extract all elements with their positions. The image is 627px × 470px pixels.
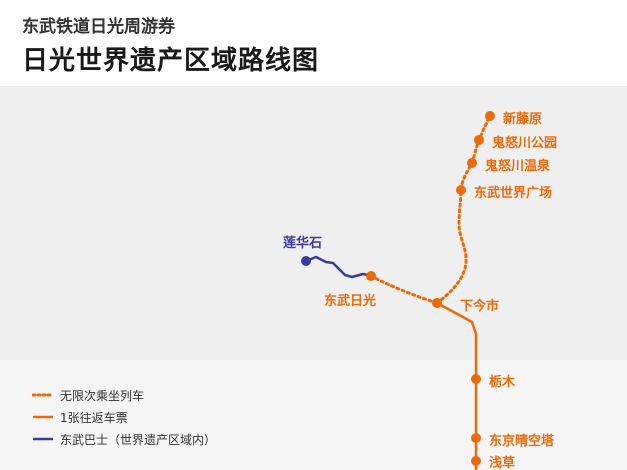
station-label-asakusa: 浅草 [489,456,516,470]
station-dot-kinugawa-onsen[interactable] [467,158,477,168]
dotted-line-icon [32,393,54,397]
station-dot-tobu-world-square[interactable] [456,185,466,195]
station-label-tokyo-skytree: 东京晴空塔 [489,434,555,449]
bus-line [305,255,372,279]
station-dot-tobu-nikko[interactable] [366,271,376,281]
station-label-rengeseki: 莲华石 [283,236,323,251]
nikko-line [369,274,439,305]
station-label-shimo-imaichi: 下今市 [460,299,500,314]
header: 东武铁道日光周游券 日光世界遗产区域路线图 [0,0,627,86]
station-dot-shimo-imaichi[interactable] [432,298,442,308]
station-label-tobu-world-square: 东武世界广场 [474,186,553,201]
station-label-tochigi: 栃木 [489,375,516,390]
legend-item-unlimited: 无限次乘坐列车 [32,384,216,406]
legend-item-bus: 东武巴士（世界遗产区域内） [32,428,216,450]
station-dot-kinugawa-koen[interactable] [474,135,484,145]
map-legend-area [0,360,627,470]
bus-line-icon [33,437,53,441]
station-label-tobu-nikko: 东武日光 [324,294,377,309]
station-dot-asakusa[interactable] [471,456,481,466]
station-dot-tochigi[interactable] [471,374,481,384]
kinugawa-line [435,114,492,305]
legend-label-bus: 东武巴士（世界遗产区域内） [60,432,217,447]
round-trip-line [436,301,478,470]
legend-label-round-trip: 1张往返车票 [60,410,128,425]
station-dot-shinfujiwara[interactable] [485,111,495,121]
station-label-shinfujiwara: 新藤原 [503,112,543,127]
legend-label-unlimited: 无限次乘坐列车 [60,388,145,403]
station-dot-tokyo-skytree[interactable] [471,433,481,443]
station-label-kinugawa-koen: 鬼怒川公园 [492,136,558,151]
page-subtitle: 东武铁道日光周游券 [22,17,175,37]
station-dot-rengeseki[interactable] [301,256,311,266]
legend: 无限次乘坐列车 1张往返车票 东武巴士（世界遗产区域内） [32,384,216,450]
solid-line-icon [33,415,53,419]
legend-item-round-trip: 1张往返车票 [32,406,216,428]
station-label-kinugawa-onsen: 鬼怒川温泉 [485,159,551,174]
page-title: 日光世界遗产区域路线图 [22,46,320,76]
